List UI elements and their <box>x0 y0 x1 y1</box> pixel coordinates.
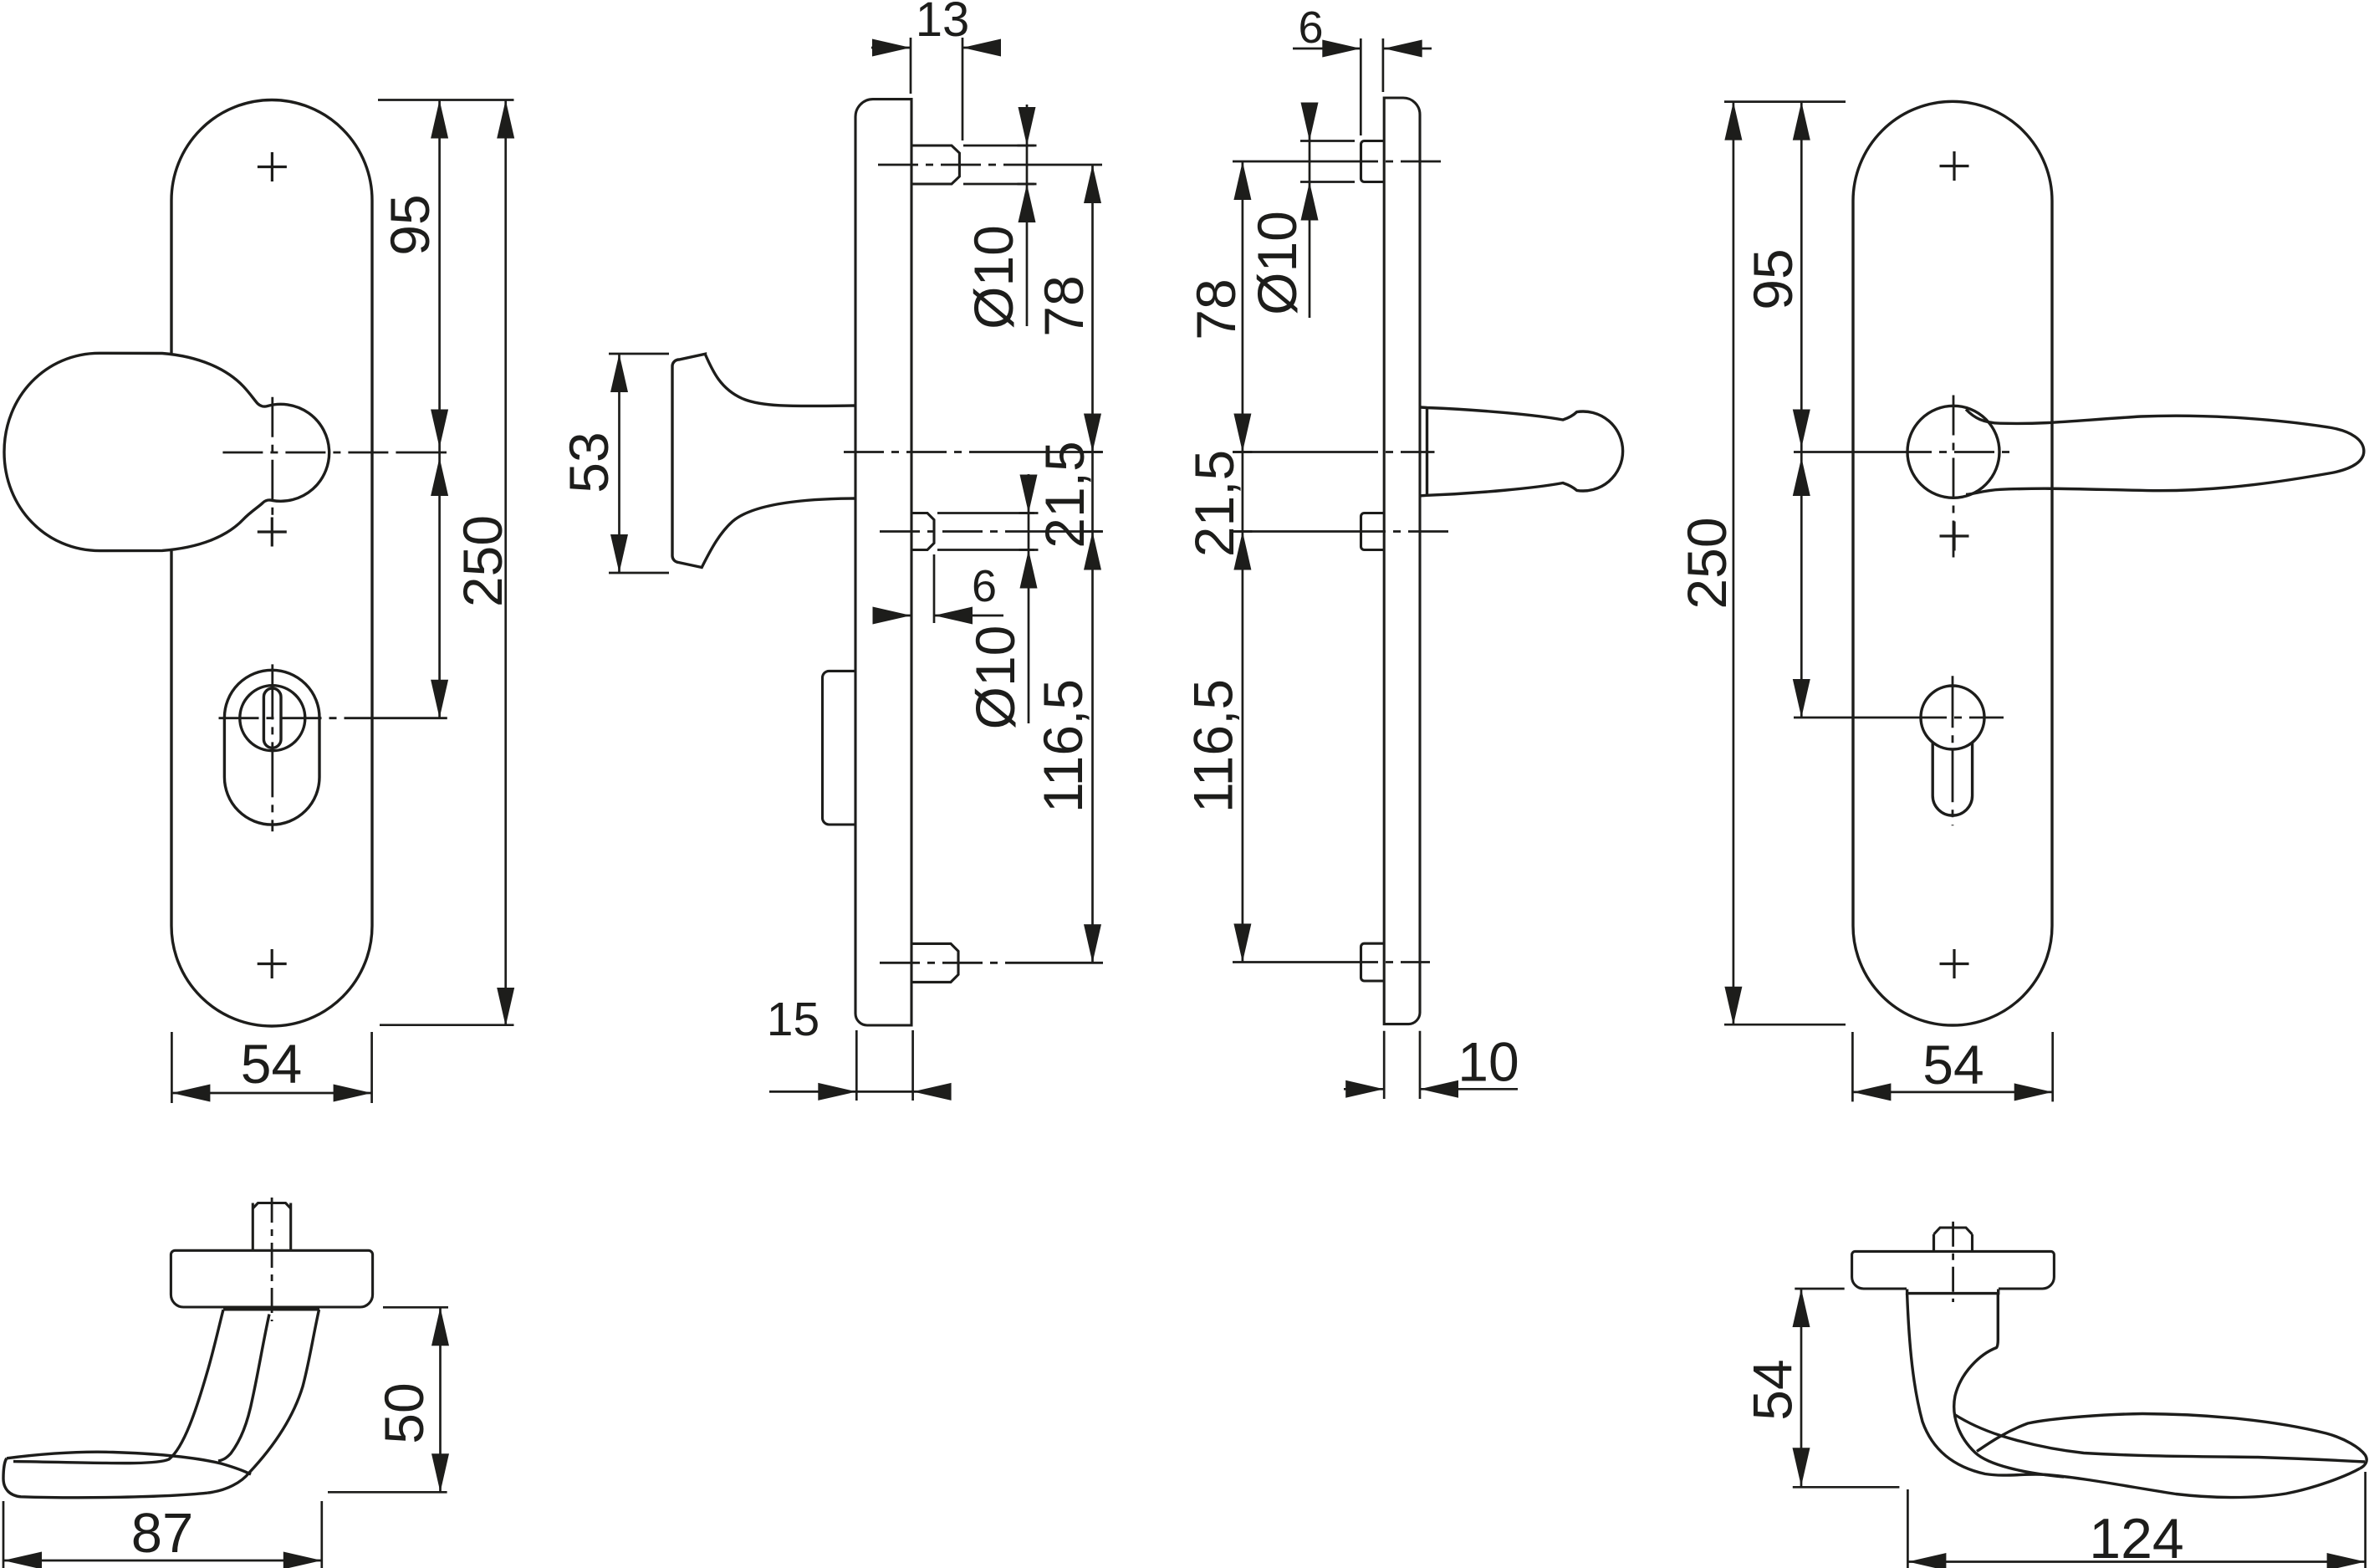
svg-text:124: 124 <box>2089 1507 2183 1568</box>
svg-text:116,5: 116,5 <box>1032 679 1094 813</box>
svg-text:250: 250 <box>452 515 513 607</box>
svg-text:95: 95 <box>1742 248 1804 309</box>
svg-text:Ø10: Ø10 <box>964 626 1026 730</box>
svg-text:50: 50 <box>373 1382 435 1443</box>
svg-text:6: 6 <box>972 561 997 611</box>
svg-text:15: 15 <box>767 993 819 1046</box>
svg-text:87: 87 <box>131 1502 194 1565</box>
svg-text:53: 53 <box>558 432 620 493</box>
svg-text:21,5: 21,5 <box>1183 450 1245 557</box>
svg-text:54: 54 <box>1922 1034 1984 1096</box>
svg-text:10: 10 <box>1458 1031 1519 1093</box>
svg-text:Ø10: Ø10 <box>1246 211 1308 315</box>
svg-text:116,5: 116,5 <box>1182 679 1244 813</box>
svg-text:6: 6 <box>1298 3 1323 53</box>
svg-text:78: 78 <box>1185 278 1247 340</box>
svg-text:13: 13 <box>916 0 970 47</box>
svg-text:250: 250 <box>1676 517 1738 609</box>
svg-text:78: 78 <box>1033 275 1095 336</box>
svg-text:54: 54 <box>1742 1359 1804 1420</box>
svg-text:54: 54 <box>241 1033 302 1095</box>
svg-text:21,5: 21,5 <box>1034 441 1095 548</box>
svg-text:Ø10: Ø10 <box>962 225 1024 329</box>
svg-text:95: 95 <box>379 194 441 255</box>
